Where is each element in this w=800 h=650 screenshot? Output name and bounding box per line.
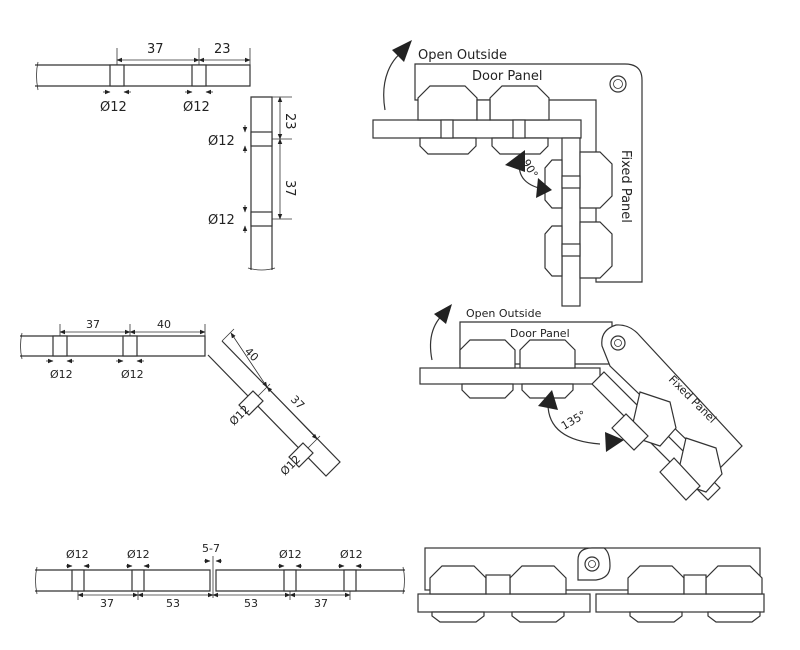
- dimension-label: 37: [100, 597, 114, 610]
- clamp-nut: [659, 457, 701, 501]
- diagram-6-hinge-135-degree: Open Outside Door Panel Fixed Panel 135°: [419, 304, 743, 501]
- dimension-label: 37: [86, 318, 100, 331]
- fixed-panel-label: Fixed Panel: [618, 150, 633, 223]
- diagram-4-door-glass-holes: 37 40 Ø12 Ø12: [20, 318, 206, 381]
- hole-2: [122, 335, 138, 357]
- dimension-label: 37: [314, 597, 328, 610]
- glass-panel: [20, 335, 206, 357]
- dimension-label: 53: [166, 597, 180, 610]
- hinge-pivot: [610, 335, 626, 351]
- dimension-label: 23: [282, 113, 297, 130]
- hole-2: [250, 211, 273, 227]
- fixed-glass: [561, 137, 581, 307]
- clamp-cap: [489, 85, 550, 121]
- clamp-cap: [579, 151, 613, 209]
- hinge-pivot: [584, 556, 600, 572]
- hole-diameter-label: Ø12: [66, 548, 89, 561]
- clamp-cap: [705, 565, 763, 595]
- angle-arrow: [538, 390, 558, 410]
- hole-diameter-label: Ø12: [100, 100, 127, 115]
- angle-arrow: [505, 150, 525, 172]
- clamp-cap: [627, 565, 685, 595]
- angle-label: 135°: [559, 408, 588, 433]
- glass-panel: [207, 340, 341, 477]
- hole-4: [343, 569, 357, 592]
- clamp-nut: [521, 383, 574, 399]
- dimension-label: 23: [214, 42, 231, 57]
- glass-panel: [250, 96, 273, 270]
- hole-diameter-label: Ø12: [279, 548, 302, 561]
- dimension-label: 37: [288, 393, 307, 412]
- open-direction-arrow: [392, 40, 412, 62]
- dimension-label: 40: [242, 345, 261, 364]
- door-panel-label: Door Panel: [472, 69, 542, 84]
- clamp-nut: [544, 225, 563, 277]
- hole-2: [131, 569, 145, 592]
- dimension-label: 37: [282, 180, 297, 197]
- angle-arrow: [605, 432, 624, 452]
- hole-1: [71, 569, 85, 592]
- glass-panel-left: [35, 569, 211, 592]
- clamp-cap: [579, 221, 613, 279]
- hole-2: [288, 442, 314, 468]
- clamp-nut: [419, 137, 477, 155]
- hole-2: [191, 64, 207, 87]
- open-outside-label: Open Outside: [466, 307, 542, 320]
- hole-diameter-label: Ø12: [208, 134, 235, 149]
- hole-1: [52, 335, 68, 357]
- clamp-cap: [519, 339, 576, 369]
- diagram-2-fixed-glass-holes: 23 37 Ø12 Ø12: [208, 96, 297, 271]
- door-glass: [419, 367, 601, 385]
- clamp-cap: [417, 85, 478, 121]
- hole-diameter-label: Ø12: [127, 548, 150, 561]
- clamp-nut: [611, 413, 649, 451]
- diagram-5-fixed-glass-holes-135: 40 37 Ø12 Ø12: [207, 328, 341, 478]
- dimension-label: 40: [157, 318, 171, 331]
- clamp-nut: [461, 383, 514, 399]
- open-outside-label: Open Outside: [418, 48, 507, 63]
- clamp-nut: [431, 611, 485, 623]
- dimension-label: 53: [244, 597, 258, 610]
- clamp-nut: [544, 159, 563, 209]
- dimension-line-37: [266, 386, 318, 440]
- dimension-line-40: [230, 332, 268, 388]
- fixed-glass: [595, 593, 765, 613]
- diagram-7-double-glass-holes: Ø12 Ø12 Ø12 Ø12 5-7 37 53 53 37: [35, 542, 405, 610]
- gap-label: 5-7: [202, 542, 220, 555]
- clamp-nut: [707, 611, 761, 623]
- diagram-8-hinge-180-degree: [417, 547, 765, 623]
- clamp-nut: [629, 611, 683, 623]
- door-glass: [372, 119, 582, 139]
- diagram-3-hinge-90-degree: Open Outside Door Panel Fixed Panel 90°: [372, 40, 643, 307]
- clamp-nut: [511, 611, 565, 623]
- clamp-nut: [491, 137, 549, 155]
- angle-arrow: [536, 178, 552, 198]
- clamp-cap: [429, 565, 487, 595]
- hole-1: [109, 64, 125, 87]
- door-glass: [417, 593, 591, 613]
- glass-panel: [35, 64, 251, 87]
- hole-diameter-label: Ø12: [50, 368, 73, 381]
- diagram-1-door-glass-holes: 37 23 Ø12 Ø12: [35, 42, 251, 115]
- hole-diameter-label: Ø12: [121, 368, 144, 381]
- hinge-leaf: [601, 324, 743, 471]
- clamp-cap: [459, 339, 516, 369]
- clamp-cap: [509, 565, 567, 595]
- hole-3: [283, 569, 297, 592]
- hole-diameter-label: Ø12: [208, 213, 235, 228]
- hinge-pivot: [609, 75, 627, 93]
- glass-panel-right: [215, 569, 405, 592]
- open-direction-arrow: [434, 304, 452, 324]
- hole-1: [238, 390, 264, 416]
- hole-diameter-label: Ø12: [183, 100, 210, 115]
- hole-1: [250, 131, 273, 147]
- hole-diameter-label: Ø12: [340, 548, 363, 561]
- door-panel-label: Door Panel: [510, 327, 570, 340]
- dimension-label: 37: [147, 42, 164, 57]
- angle-arc: [547, 403, 601, 445]
